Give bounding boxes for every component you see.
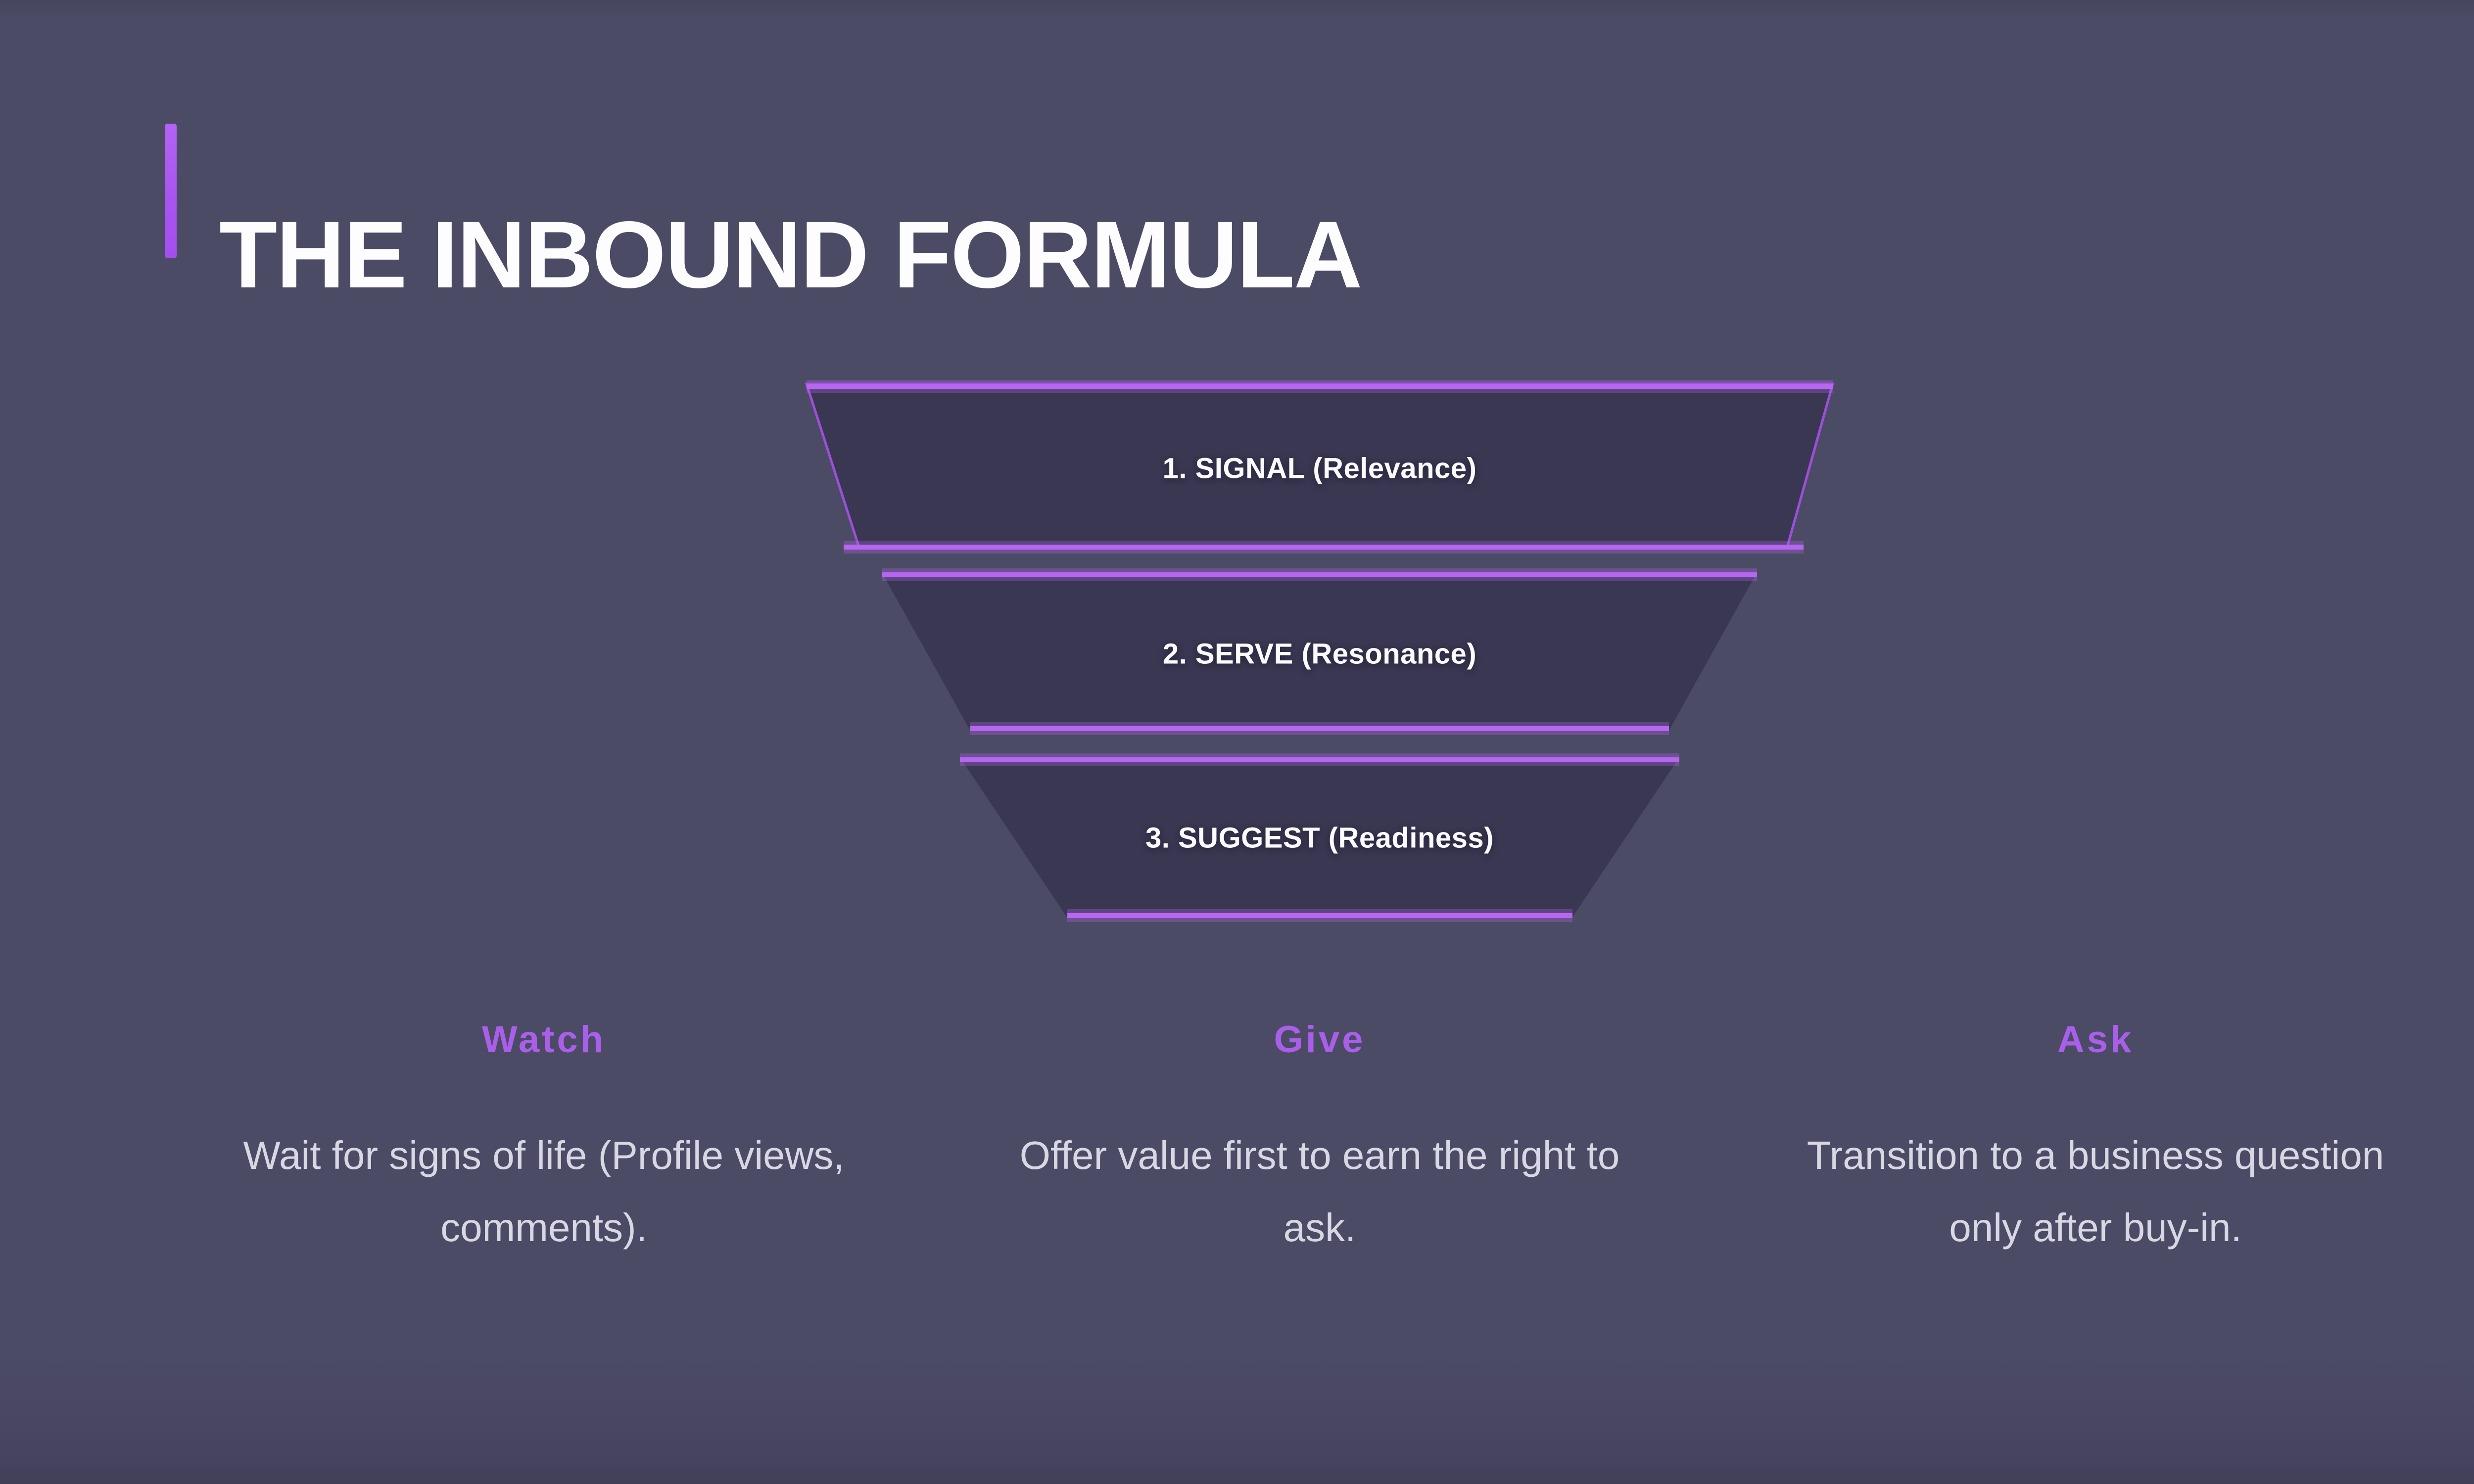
- column-watch-desc-line-1: Wait for signs of life (Profile views,: [243, 1133, 845, 1177]
- funnel-segment-3-shape: [960, 757, 1679, 917]
- column-ask-desc-line-1: Transition to a business question: [1807, 1133, 2384, 1177]
- column-watch-description: Wait for signs of life (Profile views, c…: [173, 1119, 914, 1264]
- page-title: THE INBOUND FORMULA: [219, 201, 1362, 308]
- column-give-desc-line-1: Offer value first to earn the right to: [1019, 1133, 1620, 1177]
- column-ask-desc-line-2: only after buy-in.: [1949, 1206, 2242, 1250]
- column-ask: Ask Transition to a business question on…: [1725, 1018, 2466, 1264]
- columns-row: Watch Wait for signs of life (Profile vi…: [173, 1018, 2466, 1264]
- column-give-heading: Give: [1274, 1019, 1366, 1061]
- column-give-desc-line-2: ask.: [1283, 1206, 1356, 1250]
- funnel-segment-2-shape: [882, 572, 1757, 731]
- funnel-segment-3-label: 3. SUGGEST (Readiness): [1145, 822, 1494, 854]
- column-watch-desc-line-2: comments).: [440, 1206, 647, 1250]
- title-accent-bar: [165, 124, 177, 258]
- column-give: Give Offer value first to earn the right…: [949, 1018, 1690, 1264]
- column-ask-heading: Ask: [2057, 1019, 2134, 1061]
- column-give-description: Offer value first to earn the right to a…: [949, 1119, 1690, 1264]
- funnel-segment-2-label: 2. SERVE (Resonance): [1162, 638, 1477, 670]
- column-ask-description: Transition to a business question only a…: [1725, 1119, 2466, 1264]
- column-watch-heading: Watch: [481, 1019, 606, 1061]
- funnel-segment-1-label: 1. SIGNAL (Relevance): [1162, 452, 1477, 485]
- column-watch: Watch Wait for signs of life (Profile vi…: [173, 1018, 914, 1264]
